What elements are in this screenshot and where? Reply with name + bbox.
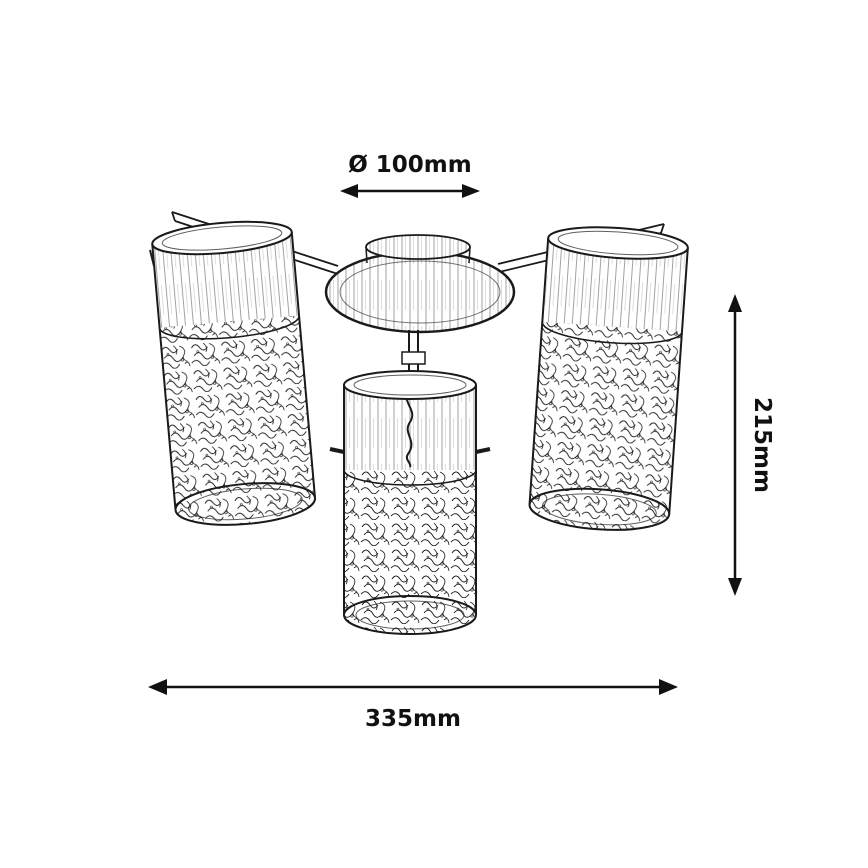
arrowhead-down-icon [728, 578, 742, 596]
dimension-height: 215mm [728, 294, 775, 596]
height-dimension-label: 215mm [749, 397, 775, 493]
shade-left [151, 220, 317, 531]
arrowhead-right-icon [659, 679, 678, 695]
shade-center [329, 370, 491, 635]
arrowhead-left-icon [148, 679, 167, 695]
canopy [324, 234, 516, 334]
bulb-hook [405, 389, 414, 468]
dimension-diameter: Ø 100mm [340, 152, 480, 198]
arrowhead-up-icon [728, 294, 742, 312]
shade-right [528, 226, 689, 535]
diameter-dimension-label: Ø 100mm [348, 152, 472, 178]
arrowhead-right-icon [462, 184, 480, 198]
arrowhead-left-icon [340, 184, 358, 198]
width-dimension-label: 335mm [365, 706, 461, 732]
dimension-width: 335mm [148, 679, 678, 732]
